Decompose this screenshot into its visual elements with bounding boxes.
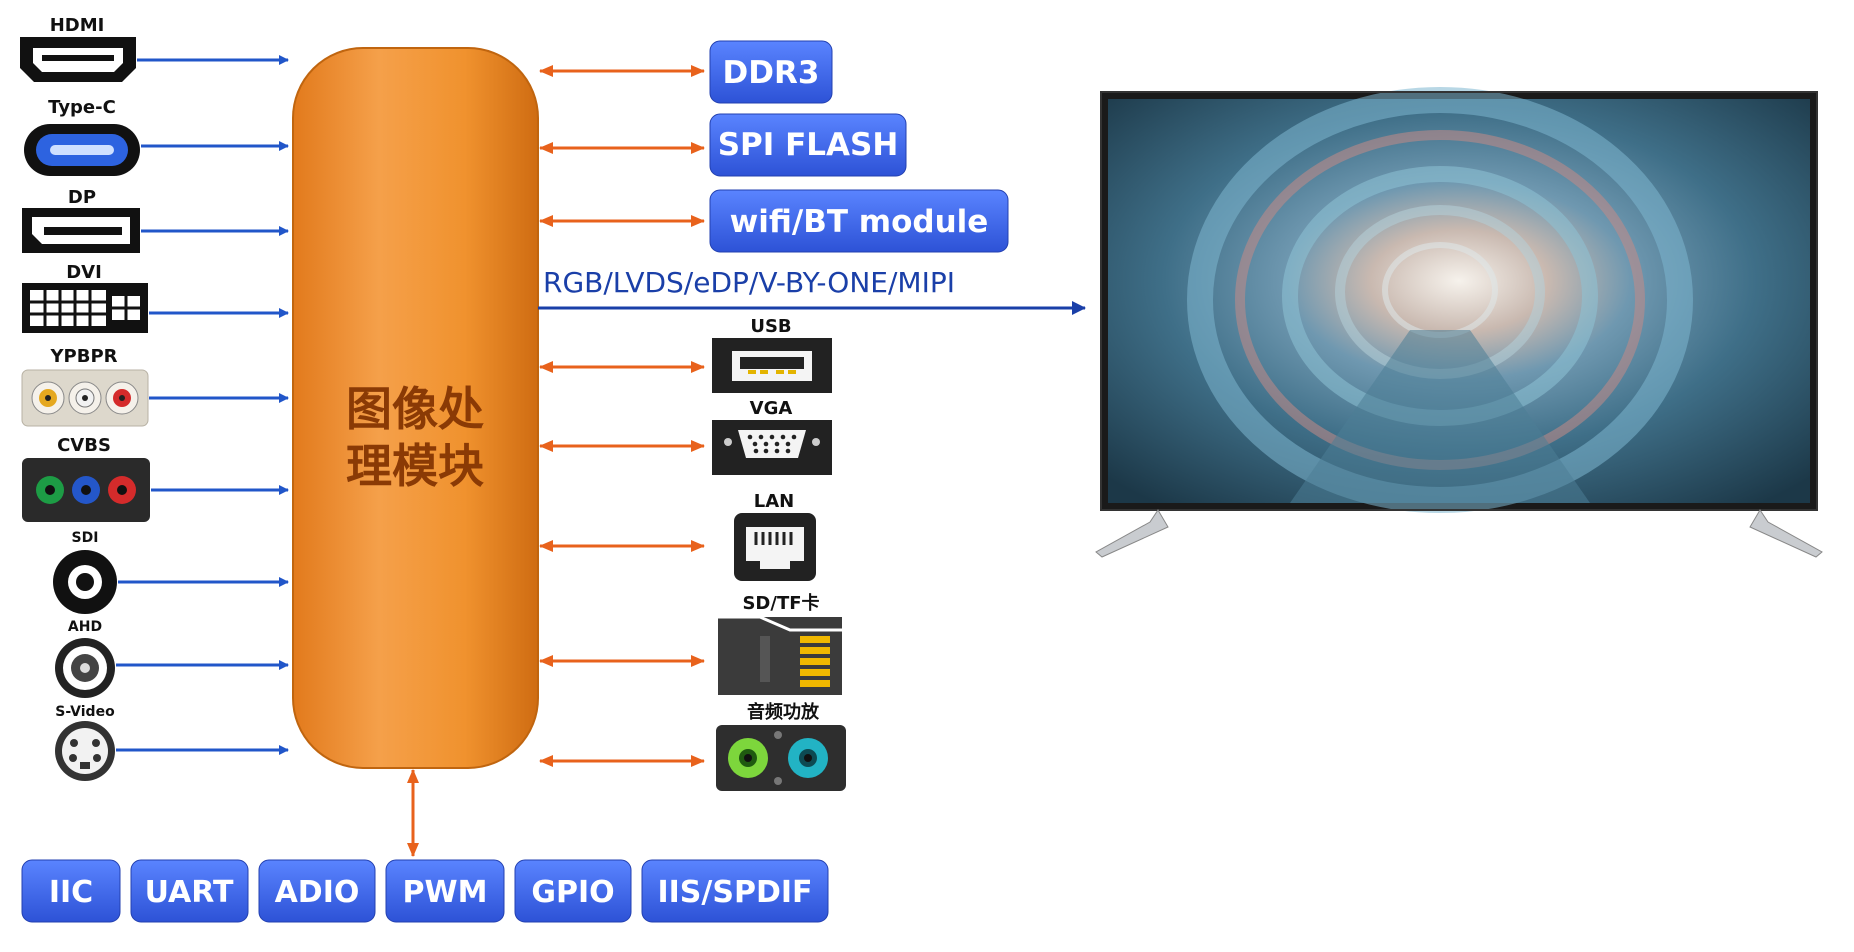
input-label: AHD (68, 619, 102, 635)
bus-chip-label: IIS/SPDIF (657, 875, 812, 910)
input-sdi: SDI (53, 530, 117, 614)
bus-chip-adio: ADIO (258, 859, 376, 923)
peripheral-audio-amp: 音频功放 (716, 701, 846, 791)
input-label: YPBPR (50, 346, 118, 367)
bus-chip-label: GPIO (531, 875, 614, 910)
chip-label: wifi/BT module (730, 204, 989, 240)
input-label: Type-C (48, 97, 116, 118)
bus-chip-iic: IIC (21, 859, 121, 923)
peripheral-label: LAN (754, 491, 794, 512)
peripheral-lan: LAN (734, 491, 816, 581)
bus-chip-gpio: GPIO (514, 859, 632, 923)
bidirectional-arrows (539, 65, 705, 767)
image-processing-core: 图像处 理模块 (292, 47, 539, 769)
input-dp: DP (22, 187, 140, 253)
peripheral-usb: USB (712, 316, 832, 393)
input-label: DVI (66, 262, 102, 283)
input-ypbpr: YPBPR (21, 346, 149, 427)
bus-chip-label: UART (145, 875, 234, 910)
input-label: S-Video (55, 704, 115, 720)
ypbpr-rca-icon (21, 369, 149, 427)
ahd-bnc-icon (55, 638, 115, 698)
core-label-line2: 理模块 (346, 439, 484, 493)
input-s-video: S-Video (55, 704, 115, 781)
chip-ddr3: DDR3 (709, 40, 833, 104)
peripheral-label: 音频功放 (747, 701, 820, 723)
hdmi-port-icon (20, 37, 136, 82)
bus-chip-label: PWM (403, 875, 488, 910)
input-ahd: AHD (55, 619, 115, 698)
bus-chip-uart: UART (130, 859, 249, 923)
sd-card-icon (718, 615, 842, 695)
cvbs-rca-icon (22, 458, 150, 522)
peripheral-sd-tf: SD/TF卡 (718, 592, 842, 695)
chip-label: SPI FLASH (718, 127, 899, 163)
peripheral-label: SD/TF卡 (742, 592, 819, 614)
dvi-port-icon (22, 283, 148, 333)
lan-port-icon (734, 513, 816, 581)
bus-chip-iis-spdif: IIS/SPDIF (641, 859, 829, 923)
input-label: HDMI (50, 15, 105, 36)
type-c-port-icon (24, 124, 140, 176)
output-bus-label: RGB/LVDS/eDP/V-BY-ONE/MIPI (543, 266, 955, 299)
bus-chip-label: IIC (49, 875, 93, 910)
vga-port-icon (712, 420, 832, 475)
displayport-icon (22, 208, 140, 253)
sdi-bnc-icon (53, 550, 117, 614)
chip-wifi-bt-module: wifi/BT module (709, 189, 1009, 253)
input-label: SDI (72, 530, 99, 546)
input-arrows (116, 55, 289, 755)
input-label: DP (68, 187, 96, 208)
audio-jack-icon (716, 725, 846, 791)
chip-label: DDR3 (723, 55, 820, 91)
input-label: CVBS (57, 435, 111, 456)
s-video-port-icon (55, 721, 115, 781)
chip-spi-flash: SPI FLASH (709, 113, 907, 177)
bus-chip-label: ADIO (275, 875, 360, 910)
core-label-line1: 图像处 (346, 382, 484, 436)
tv-display-icon (1095, 87, 1823, 558)
input-cvbs: CVBS (22, 435, 150, 522)
peripheral-vga: VGA (712, 398, 832, 475)
peripheral-label: USB (750, 316, 791, 337)
input-type-c: Type-C (24, 97, 140, 176)
usb-port-icon (712, 338, 832, 393)
peripheral-label: VGA (750, 398, 793, 419)
bus-chip-pwm: PWM (385, 859, 505, 923)
input-hdmi: HDMI (20, 15, 136, 82)
input-dvi: DVI (22, 262, 148, 333)
